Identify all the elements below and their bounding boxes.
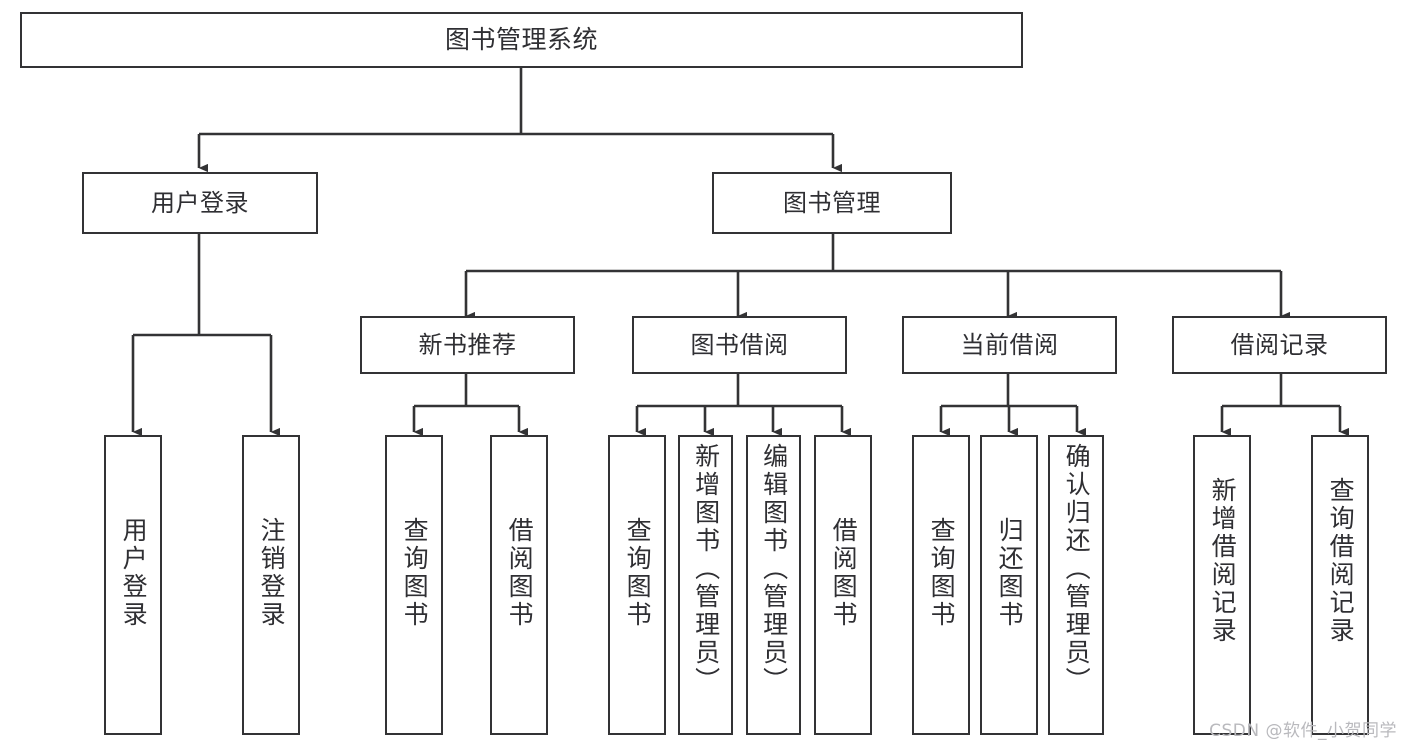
csdn-watermark: CSDN @软件_小贺同学 (1209, 721, 1397, 741)
leaf-new-book-query[interactable]: 查询图书 (385, 435, 443, 735)
leaf-new-book-borrow[interactable]: 借阅图书 (490, 435, 548, 735)
leaf-current-confirm-return-admin[interactable]: 确认归还（管理员） (1048, 435, 1104, 735)
leaf-current-return-book[interactable]: 归还图书 (980, 435, 1038, 735)
node-label: 新书推荐 (418, 330, 517, 359)
leaf-user-login-login[interactable]: 用户登录 (104, 435, 162, 735)
leaf-borrow-query-book[interactable]: 查询图书 (608, 435, 666, 735)
leaf-borrow-borrow-book[interactable]: 借阅图书 (814, 435, 872, 735)
node-book-borrow[interactable]: 图书借阅 (632, 316, 847, 374)
node-label: 图书借阅 (690, 330, 789, 359)
node-label: 借阅记录 (1230, 330, 1329, 359)
node-label: 查询图书 (400, 517, 430, 629)
node-label: 新增图书（管理员） (691, 443, 721, 695)
node-root-system[interactable]: 图书管理系统 (20, 12, 1023, 68)
leaf-current-query-book[interactable]: 查询图书 (912, 435, 970, 735)
node-current-borrow[interactable]: 当前借阅 (902, 316, 1117, 374)
node-label: 注销登录 (257, 517, 287, 629)
node-book-management[interactable]: 图书管理 (712, 172, 952, 234)
node-label: 查询借阅记录 (1326, 477, 1356, 645)
node-label: 确认归还（管理员） (1062, 443, 1092, 695)
node-label: 图书管理系统 (444, 25, 598, 55)
leaf-records-query-record[interactable]: 查询借阅记录 (1311, 435, 1369, 735)
node-label: 图书管理 (783, 188, 881, 217)
node-label: 用户登录 (151, 188, 249, 217)
node-label: 借阅图书 (829, 517, 859, 629)
leaf-records-add-record[interactable]: 新增借阅记录 (1193, 435, 1251, 735)
leaf-borrow-add-book-admin[interactable]: 新增图书（管理员） (678, 435, 733, 735)
node-borrow-records[interactable]: 借阅记录 (1172, 316, 1387, 374)
leaf-user-login-logout[interactable]: 注销登录 (242, 435, 300, 735)
node-label: 查询图书 (623, 517, 653, 629)
node-label: 查询图书 (927, 517, 957, 629)
node-label: 当前借阅 (960, 330, 1059, 359)
node-label: 用户登录 (119, 517, 149, 629)
node-label: 编辑图书（管理员） (759, 443, 789, 695)
node-new-book-recommend[interactable]: 新书推荐 (360, 316, 575, 374)
node-label: 新增借阅记录 (1208, 477, 1238, 645)
node-label: 归还图书 (995, 517, 1025, 629)
node-user-login[interactable]: 用户登录 (82, 172, 318, 234)
node-label: 借阅图书 (505, 517, 535, 629)
leaf-borrow-edit-book-admin[interactable]: 编辑图书（管理员） (746, 435, 801, 735)
